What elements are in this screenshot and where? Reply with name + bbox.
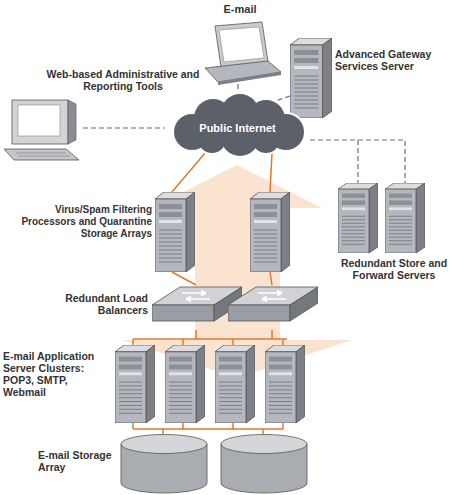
component-label: E-mail Storage Array [38,449,116,473]
server-icon [165,345,205,423]
server-icon [385,183,425,253]
workstation [4,100,79,160]
component-node: Redundant Load Balancers [152,285,318,330]
component-node: Virus/Spam Filtering Processors and Quar… [152,192,294,272]
component-node: E-mail Application Server Clusters: POP3… [113,345,307,423]
network-link [172,272,272,285]
component-node: E-mail Storage Array [120,434,308,494]
server-icon [265,345,305,423]
server-icon [290,38,332,118]
network-link [133,330,287,345]
storage-cylinder [121,435,207,494]
switch-icon [228,287,318,321]
component-label: Redundant Store and Forward Servers [340,257,448,281]
network-link [133,423,283,434]
storage-cylinder [221,435,307,494]
component-label: E-mail [200,3,280,15]
server-icon [115,345,155,423]
component-label: Virus/Spam Filtering Processors and Quar… [2,204,152,240]
up-arrow [152,165,322,330]
component-label: Web-based Administrative and Reporting T… [38,68,208,92]
component-node: Advanced Gateway Services Server [290,38,332,118]
server-icon [155,192,195,272]
dashed-link [83,127,165,128]
laptop [205,22,281,85]
cloud-label: Public Internet [165,103,310,153]
dashed-link [310,140,405,183]
component-node: E-mail [198,22,282,84]
server-icon [215,345,255,423]
cloud-node: Public Internet [165,103,310,153]
component-label: Advanced Gateway Services Server [335,48,453,72]
server-icon [250,192,290,272]
server-icon [338,183,378,253]
component-node: Redundant Store and Forward Servers [338,183,426,253]
component-label: E-mail Application Server Clusters: POP3… [3,350,113,398]
component-node: Web-based Administrative and Reporting T… [4,100,83,160]
network-link [172,153,272,192]
component-label: Redundant Load Balancers [40,292,148,316]
